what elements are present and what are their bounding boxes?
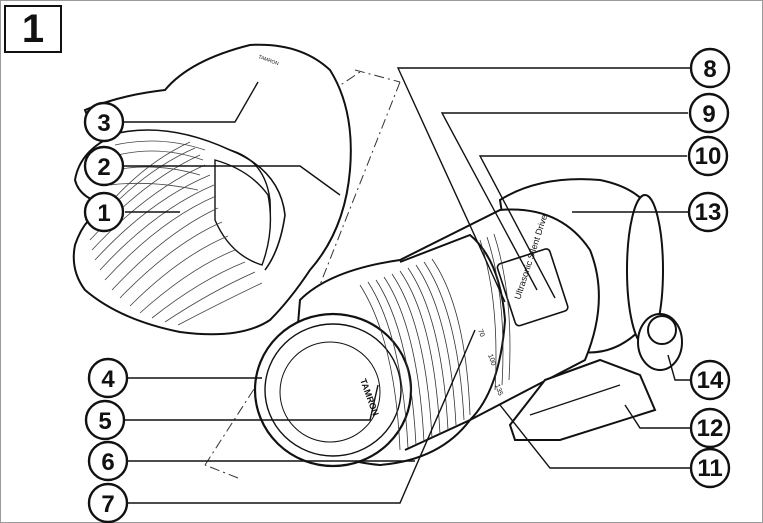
zoom-scale-70: 70 [476, 328, 485, 338]
lens-hood [72, 43, 352, 336]
callout-1: 1 [83, 191, 125, 233]
svg-text:10: 10 [695, 143, 722, 170]
callout-14: 14 [689, 359, 731, 401]
callout-3: 3 [83, 101, 125, 143]
zoom-scale-135: 135 [493, 383, 504, 396]
svg-text:7: 7 [101, 491, 114, 518]
leader-lines [123, 67, 690, 504]
callout-10: 10 [687, 135, 729, 177]
focus-ring-ridges [479, 233, 511, 391]
svg-text:13: 13 [695, 199, 722, 226]
svg-text:11: 11 [697, 455, 722, 482]
svg-text:8: 8 [703, 56, 716, 83]
callout-6: 6 [87, 440, 129, 482]
svg-text:5: 5 [98, 408, 111, 435]
callout-2: 2 [83, 145, 125, 187]
callout-12: 12 [689, 407, 731, 449]
callout-13: 13 [687, 191, 729, 233]
callouts: 1 2 3 4 5 6 7 8 [83, 47, 731, 523]
figure-number: 1 [4, 5, 62, 53]
callout-4: 4 [87, 357, 129, 399]
svg-text:4: 4 [101, 366, 115, 393]
callout-8: 8 [689, 47, 731, 89]
svg-text:3: 3 [97, 110, 110, 137]
svg-text:14: 14 [697, 367, 724, 394]
svg-text:1: 1 [97, 200, 110, 227]
svg-text:9: 9 [702, 101, 715, 128]
svg-text:2: 2 [97, 154, 110, 181]
callout-11: 11 [689, 447, 731, 489]
lens-body [253, 178, 683, 468]
callout-9: 9 [688, 92, 730, 134]
zoom-ring-ridges [359, 258, 471, 451]
zoom-scale-100: 100 [486, 353, 497, 366]
hood-ridges [89, 140, 263, 326]
callout-7: 7 [87, 482, 129, 523]
svg-text:12: 12 [697, 415, 724, 442]
callout-5: 5 [84, 399, 126, 441]
svg-text:6: 6 [101, 449, 114, 476]
